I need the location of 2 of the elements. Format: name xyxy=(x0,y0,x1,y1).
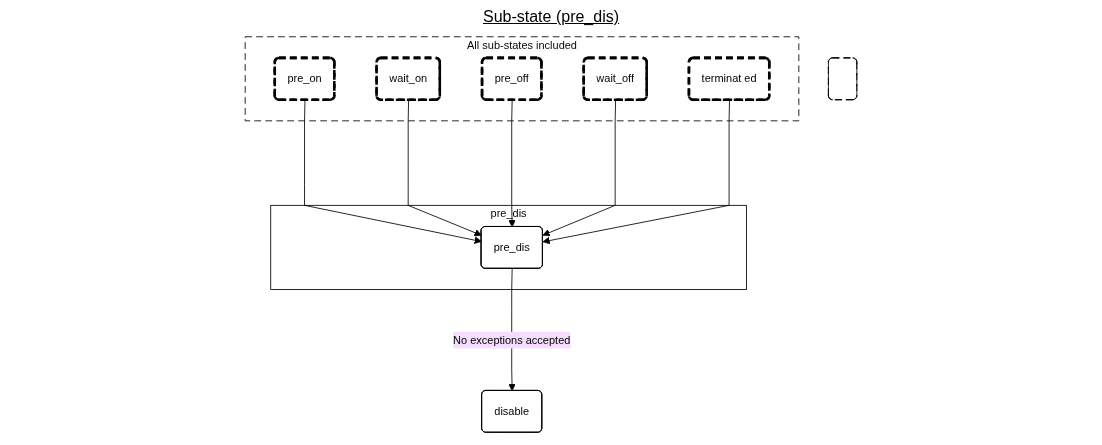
edge-label: No exceptions accepted xyxy=(453,333,571,347)
diagram-title: Sub-state (pre_dis) xyxy=(482,8,620,26)
